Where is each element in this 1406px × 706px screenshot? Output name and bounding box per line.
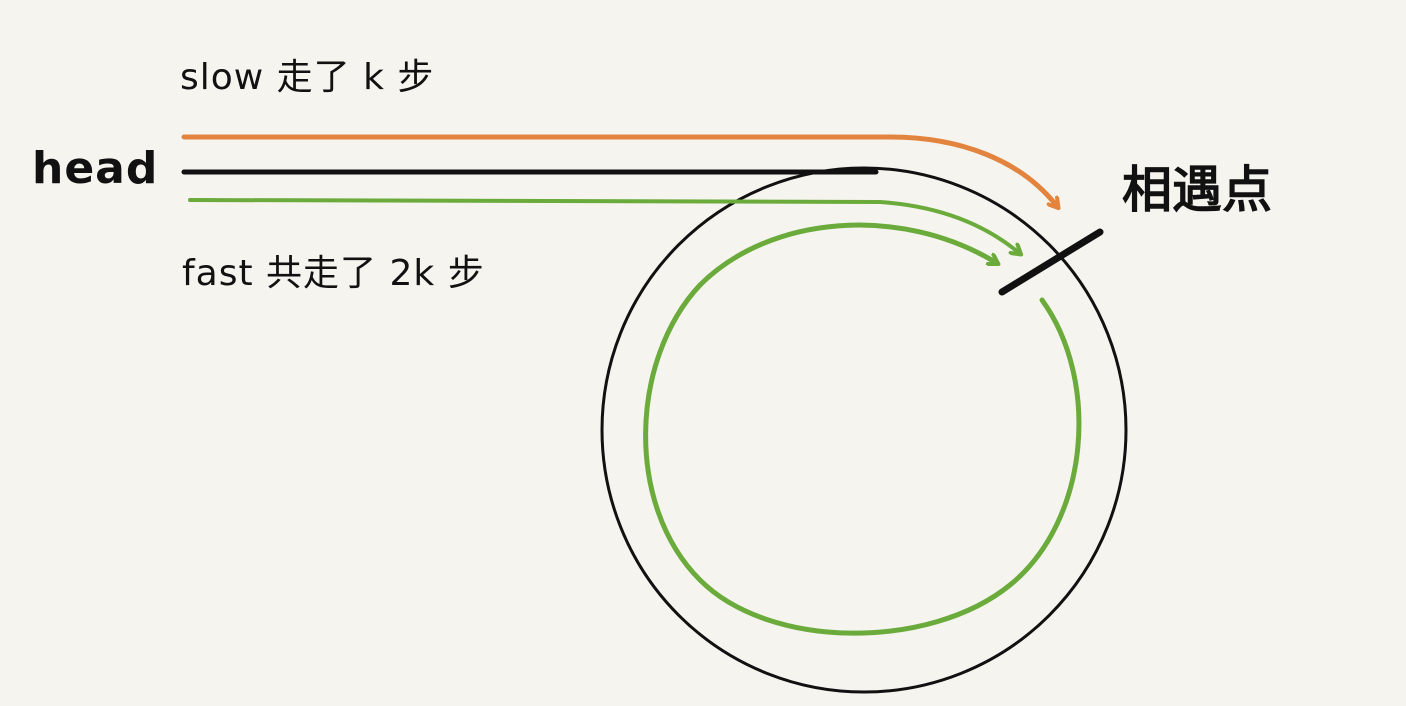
slow-path-arrow — [181, 134, 1056, 205]
fast-label: fast 共走了 2k 步 — [182, 253, 485, 294]
meeting-point-marker — [998, 228, 1104, 296]
head-label: head — [32, 143, 159, 194]
fast-path-loop — [643, 222, 1082, 636]
meeting-point-label: 相遇点 — [1122, 161, 1272, 219]
slow-label: slow 走了 k 步 — [180, 57, 435, 98]
fast-path-straight — [188, 198, 1018, 252]
cycle-circle — [600, 166, 1128, 694]
